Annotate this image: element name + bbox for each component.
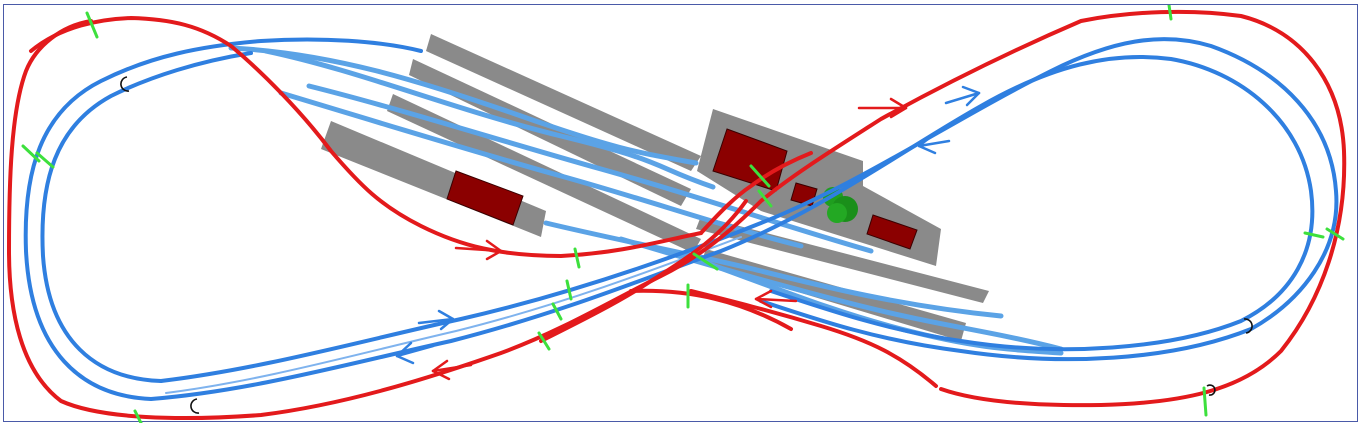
platform-slab bbox=[426, 34, 701, 171]
direction-arrow-icon bbox=[431, 359, 473, 381]
blue-track-outer bbox=[23, 37, 423, 401]
uncoupler-icon bbox=[120, 76, 130, 92]
track-isolator-icon bbox=[537, 331, 551, 351]
red-track-branch bbox=[699, 151, 813, 235]
layout-frame bbox=[3, 4, 1358, 423]
station-sidings bbox=[228, 45, 1064, 356]
track-isolator-icon bbox=[133, 409, 143, 423]
track-isolator-icon bbox=[692, 252, 719, 271]
siding-track bbox=[278, 90, 804, 249]
direction-arrow-icon bbox=[917, 133, 951, 155]
track-isolator-icon bbox=[757, 189, 773, 208]
track-isolator-icon bbox=[565, 279, 573, 301]
track-isolator-icon bbox=[749, 164, 771, 188]
blue-track-shade bbox=[165, 236, 742, 394]
track-plan bbox=[7, 5, 1347, 423]
blue-track-diagonal-2 bbox=[149, 54, 1315, 401]
track-isolator-icon bbox=[1202, 386, 1208, 417]
track-isolator-icon bbox=[21, 144, 41, 163]
direction-arrow-icon bbox=[454, 239, 503, 261]
building-small bbox=[866, 214, 918, 250]
track-isolator-icon bbox=[85, 11, 99, 39]
red-track-passing bbox=[629, 288, 793, 331]
blue-track-diagonal bbox=[159, 37, 1339, 383]
direction-arrow-icon bbox=[944, 85, 981, 107]
siding-track bbox=[228, 45, 699, 166]
direction-arrow-icon bbox=[395, 341, 435, 365]
siding-track bbox=[306, 83, 874, 254]
platforms bbox=[321, 34, 989, 341]
track-isolator-icon bbox=[551, 302, 563, 321]
siding-track bbox=[263, 48, 716, 190]
track-isolator-icon bbox=[1303, 231, 1325, 239]
track-isolator-icon bbox=[573, 247, 581, 269]
uncoupler-icon bbox=[1243, 318, 1253, 334]
uncouplers bbox=[120, 76, 1253, 414]
red-main-line bbox=[7, 9, 1347, 421]
track-isolator-icon bbox=[1167, 5, 1173, 21]
blue-main-line bbox=[23, 37, 1339, 401]
track-isolator-icon bbox=[1325, 227, 1345, 241]
blue-track-inner bbox=[40, 51, 253, 383]
track-isolators bbox=[21, 5, 1345, 423]
red-track-branch-2 bbox=[539, 199, 748, 343]
track-isolator-icon bbox=[35, 151, 55, 169]
direction-arrows bbox=[395, 85, 981, 381]
red-track-outer bbox=[7, 9, 1347, 421]
building-shed bbox=[446, 170, 524, 226]
direction-arrow-icon bbox=[857, 97, 908, 119]
direction-arrow-icon bbox=[754, 289, 798, 309]
direction-arrow-icon bbox=[417, 309, 455, 331]
uncoupler-icon bbox=[190, 398, 200, 414]
red-track-inner-left bbox=[29, 16, 703, 258]
uncoupler-icon bbox=[1206, 384, 1216, 396]
